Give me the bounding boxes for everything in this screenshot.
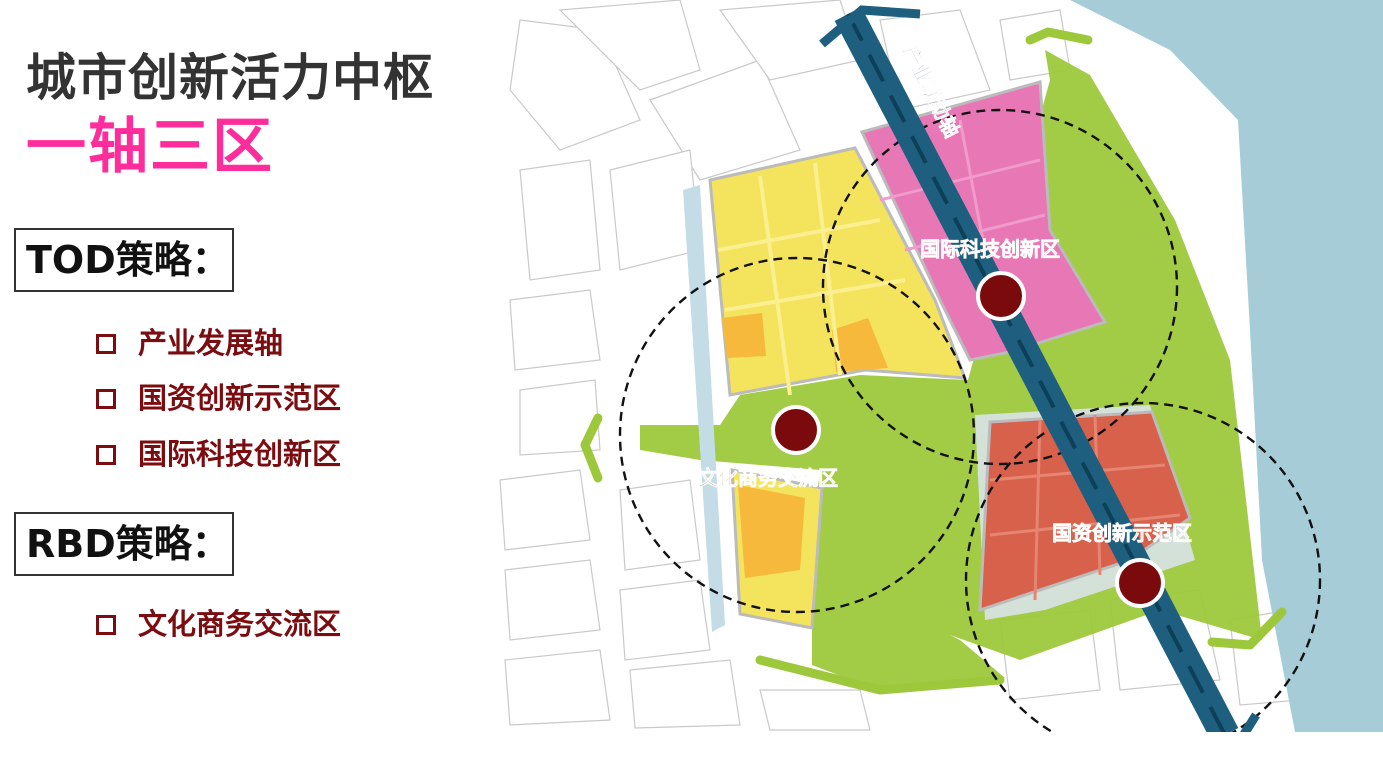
station-node (976, 271, 1026, 321)
checkbox-square-icon (96, 334, 116, 354)
checkbox-square-icon (96, 615, 116, 635)
zone-label-state: 国资创新示范区 (1052, 521, 1192, 545)
list-item-label: 文化商务交流区 (138, 607, 342, 641)
list-item-label: 国际科技创新区 (138, 437, 342, 471)
river (1070, 0, 1383, 732)
influence-circles (618, 108, 1322, 732)
checkbox-square-icon (96, 389, 116, 409)
zone-label-culture: 文化商务交流区 (698, 466, 838, 490)
list-item-label: 国资创新示范区 (138, 381, 342, 415)
station-node (771, 405, 821, 455)
station-nodes (771, 271, 1165, 608)
station-node (1115, 558, 1165, 608)
canal-strip (683, 185, 725, 632)
list-item-label: 产业发展轴 (138, 326, 284, 360)
tod-strategy-box: TOD策略： (14, 228, 234, 292)
green-arrows (580, 27, 1287, 695)
zone-label-tech: 国际科技创新区 (920, 237, 1060, 261)
page-title: 城市创新活力中枢 (26, 49, 434, 107)
rbd-strategy-label: RBD策略： (26, 522, 230, 566)
page-subtitle: 一轴三区 (26, 112, 274, 182)
industry-axis (819, 5, 1260, 732)
tod-strategy-label: TOD策略： (26, 238, 230, 282)
checkbox-square-icon (96, 445, 116, 465)
rbd-strategy-box: RBD策略： (14, 512, 234, 576)
